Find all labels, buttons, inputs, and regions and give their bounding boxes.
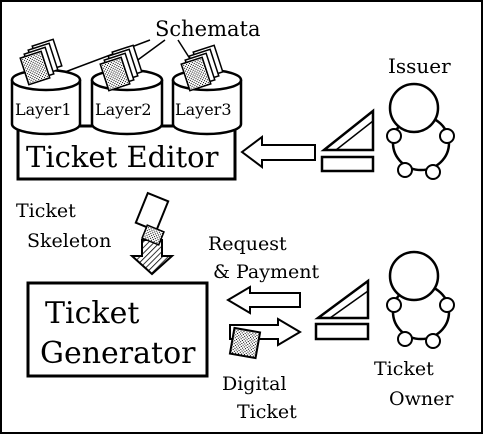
person-icon[interactable] [386, 82, 455, 180]
terminal-icon[interactable] [320, 108, 375, 173]
layer2-label: Layer2 [95, 100, 152, 119]
document-stack-icon [19, 38, 63, 86]
layer3-label: Layer3 [175, 100, 232, 119]
ticket-owner-label-line2: Owner [389, 388, 454, 410]
request-arrow-left [226, 285, 301, 315]
ticket-skeleton-arrow [129, 191, 175, 276]
digital-ticket-label-line1: Digital [222, 373, 287, 395]
ticket-skeleton-label-line1: Ticket [16, 200, 76, 222]
ticket-generator-label-line1: Ticket [45, 296, 139, 331]
arrow-left [240, 135, 316, 169]
document-stack-icon [180, 44, 224, 92]
ticket-editor-label: Ticket Editor [26, 140, 219, 174]
layer2-database[interactable]: Layer2 [90, 68, 164, 136]
schemata-label: Schemata [155, 17, 261, 41]
request-payment-label-line2: & Payment [213, 261, 319, 283]
terminal-icon[interactable] [314, 278, 370, 341]
ticket-skeleton-label-line2: Skeleton [27, 230, 111, 252]
document-stack-icon [99, 44, 143, 92]
ticket-owner-label-line1: Ticket [374, 358, 434, 380]
layer1-label: Layer1 [15, 100, 72, 119]
ticket-icon [228, 326, 262, 360]
digital-ticket-label-line2: Ticket [237, 401, 297, 423]
ticket-generator-label-line2: Generator [40, 336, 196, 371]
ticket-generator-box[interactable] [26, 281, 209, 378]
issuer-label: Issuer [388, 54, 451, 78]
person-icon[interactable] [386, 250, 455, 349]
schema-link-line [134, 39, 166, 63]
request-payment-label-line1: Request [208, 233, 287, 255]
